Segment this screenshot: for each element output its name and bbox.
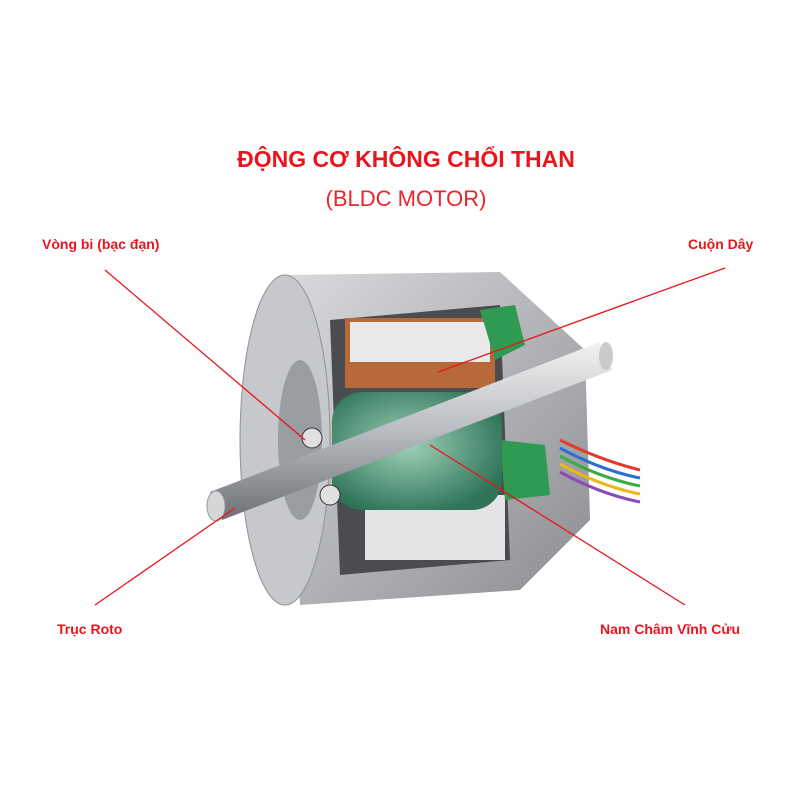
diagram-subtitle: (BLDC MOTOR) <box>325 186 487 211</box>
label-coil: Cuộn Dây <box>688 236 754 252</box>
leader-line-shaft <box>94 507 236 606</box>
leader-line-coil <box>437 267 726 373</box>
label-shaft: Trục Roto <box>57 621 123 637</box>
label-bearing: Vòng bi (bạc đạn) <box>42 236 160 252</box>
coil-laminations <box>350 322 490 362</box>
wires <box>559 438 641 504</box>
diagram-title: ĐỘNG CƠ KHÔNG CHỔI THAN <box>237 146 575 172</box>
leader-line-magnet <box>429 444 686 606</box>
label-magnet: Nam Châm Vĩnh Cửu <box>600 621 741 637</box>
leader-line-bearing <box>104 269 306 441</box>
